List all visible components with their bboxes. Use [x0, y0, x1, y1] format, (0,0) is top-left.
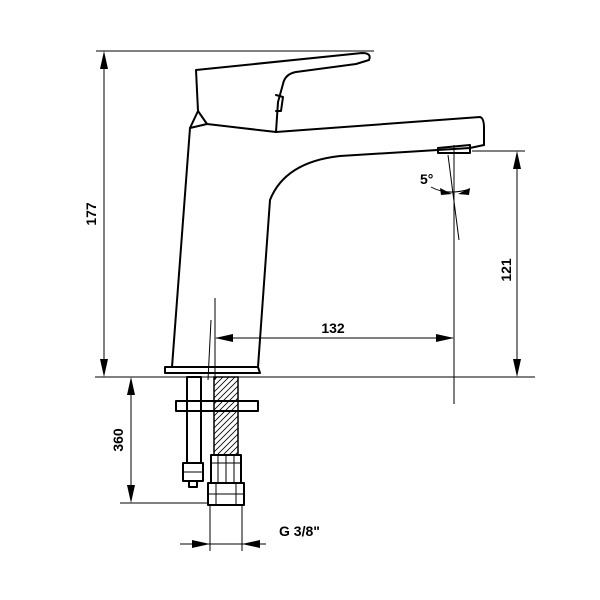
connection-thread-label: G 3/8": [279, 523, 320, 539]
dimension-connection-thread: G 3/8": [180, 505, 320, 551]
dimension-spout-angle: 5°: [420, 154, 471, 241]
dimension-total-height: 177: [83, 50, 374, 377]
spout-height-label: 121: [498, 258, 514, 282]
handle-lever: [195, 52, 371, 133]
mounting-assembly: [175, 376, 259, 506]
dimension-spout-reach: 132: [215, 320, 454, 342]
braided-hose: [213, 376, 239, 456]
spout-reach-label: 132: [321, 320, 345, 336]
spout-angle-label: 5°: [420, 171, 433, 187]
dimension-hose-length: 360: [110, 376, 208, 504]
faucet-body: [164, 110, 485, 374]
total-height-label: 177: [83, 202, 99, 226]
hose-length-label: 360: [110, 428, 126, 452]
dimension-spout-height: 121: [472, 150, 525, 377]
